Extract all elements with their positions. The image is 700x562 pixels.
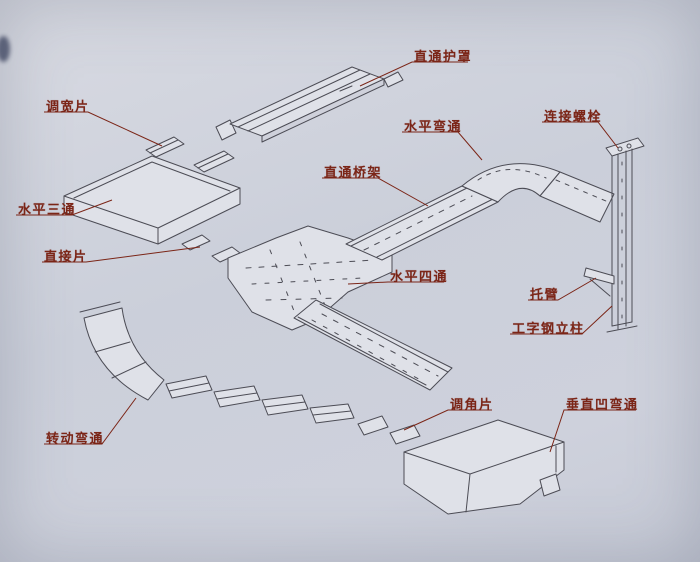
label-straight-tray: 直通桥架 (324, 166, 383, 181)
part-angle-adjust-pieces (357, 415, 421, 445)
label-straight-cover: 直通护罩 (414, 50, 473, 65)
label-width-adjust: 调宽片 (46, 100, 90, 115)
leader-horizontal-tee (16, 199, 113, 216)
leader-connect-bolt (542, 121, 619, 149)
label-vertical-concave-bend: 垂直凹弯通 (566, 398, 639, 413)
leader-straight-cover (359, 61, 468, 87)
leader-straight-tray (322, 177, 429, 207)
connector-bolt (626, 143, 632, 149)
part-tray-to-column (539, 171, 615, 223)
label-bracket-arm: 托臂 (530, 288, 560, 303)
part-horizontal-cross (227, 225, 393, 331)
part-width-adjust-pieces (145, 136, 235, 173)
label-horizontal-bend: 水平弯通 (404, 120, 463, 135)
label-horizontal-cross: 水平四通 (390, 270, 449, 285)
leader-width-adjust (44, 111, 163, 147)
leader-angle-adjust (403, 409, 492, 431)
label-direct-plate: 直接片 (44, 250, 88, 265)
label-rotating-bend: 转动弯通 (46, 432, 105, 447)
part-ibeam-column (605, 137, 645, 333)
part-straight-cover (215, 66, 404, 143)
part-rotating-bend (79, 301, 165, 401)
part-chain-segments (165, 375, 355, 424)
leader-horizontal-bend (402, 131, 483, 161)
part-bracket-arm (583, 267, 615, 297)
leader-ibeam-column (510, 305, 613, 335)
label-horizontal-tee: 水平三通 (18, 203, 77, 218)
label-angle-adjust: 调角片 (450, 398, 494, 413)
leader-rotating-bend (44, 397, 137, 445)
leader-vertical-concave-bend (549, 409, 636, 453)
leader-bracket-arm (528, 277, 597, 301)
leader-direct-plate (42, 246, 201, 263)
part-tray-southeast (293, 299, 453, 391)
part-vertical-concave-bend (403, 419, 565, 515)
part-straight-tray (345, 185, 499, 261)
ink-mark (0, 36, 10, 62)
connector-bolt (617, 146, 623, 152)
label-ibeam-column: 工字钢立柱 (512, 322, 585, 337)
leader-horizontal-cross (347, 281, 444, 285)
leader-lines (16, 61, 636, 453)
part-horizontal-tee (63, 155, 241, 245)
label-connect-bolt: 连接螺栓 (544, 110, 603, 125)
